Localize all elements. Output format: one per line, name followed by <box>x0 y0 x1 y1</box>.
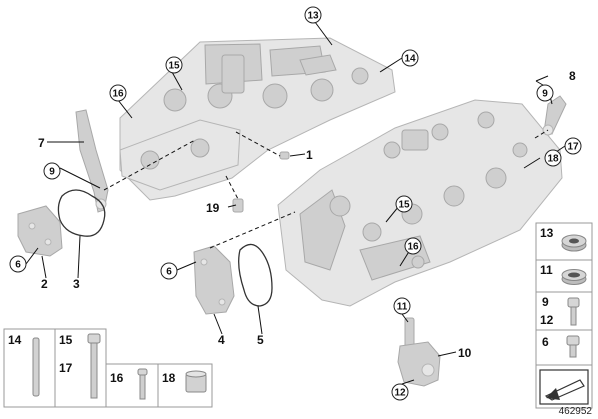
solenoid-valve-10 <box>397 317 441 387</box>
callout-19: 19 <box>206 201 220 215</box>
callout-9b: 9 <box>536 84 554 102</box>
callout-7: 7 <box>38 136 45 150</box>
bottom-label-14: 14 <box>8 333 22 347</box>
fit-line-gasket5 <box>209 211 296 249</box>
svg-text:15: 15 <box>398 200 410 211</box>
bottom-label-18: 18 <box>162 371 176 385</box>
svg-text:6: 6 <box>166 267 172 278</box>
callout-18: 18 <box>544 149 562 167</box>
callout-9a: 9 <box>43 162 61 180</box>
callout-15a: 15 <box>165 56 183 74</box>
side-label-12: 12 <box>540 313 554 327</box>
callout-5: 5 <box>257 333 264 347</box>
bottom-parts-panel: 14 15 17 16 18 <box>3 328 213 408</box>
callout-1: 1 <box>306 148 313 162</box>
callout-6b: 6 <box>160 262 178 280</box>
svg-text:13: 13 <box>307 11 319 22</box>
callout-2: 2 <box>41 277 48 291</box>
bottom-label-15: 15 <box>59 333 73 347</box>
svg-text:18: 18 <box>547 154 559 165</box>
gasket-5 <box>238 243 273 307</box>
bottom-label-17: 17 <box>59 361 73 375</box>
callout-11: 11 <box>393 297 411 315</box>
callout-10: 10 <box>458 346 472 360</box>
side-label-6: 6 <box>542 335 549 349</box>
side-label-9: 9 <box>542 295 549 309</box>
fit-line-sleeve19 <box>225 175 239 200</box>
callout-12: 12 <box>391 383 409 401</box>
bolt-15-icon <box>87 333 101 399</box>
callout-16b: 16 <box>404 237 422 255</box>
sleeve-18-icon <box>185 370 207 393</box>
svg-text:12: 12 <box>394 388 406 399</box>
callout-15b: 15 <box>395 195 413 213</box>
callout-13: 13 <box>304 6 322 24</box>
svg-text:16: 16 <box>112 89 124 100</box>
side-label-13: 13 <box>540 226 554 240</box>
fit-line-bolt1 <box>235 131 281 157</box>
direction-arrow-icon <box>539 369 589 405</box>
callout-17: 17 <box>564 137 582 155</box>
pin-14-icon <box>32 337 40 397</box>
callout-3: 3 <box>73 277 80 291</box>
bottom-label-16: 16 <box>110 371 124 385</box>
callout-14: 14 <box>401 49 419 67</box>
svg-text:9: 9 <box>542 89 548 100</box>
bracket-8 <box>542 95 567 136</box>
callout-6a: 6 <box>9 255 27 273</box>
grommet-13-icon <box>561 234 587 252</box>
callout-8: 8 <box>569 69 576 83</box>
gasket-3 <box>57 189 106 237</box>
side-parts-panel: 13 11 9 12 6 <box>535 222 593 409</box>
svg-text:16: 16 <box>407 242 419 253</box>
svg-text:17: 17 <box>567 142 579 153</box>
leader-lines <box>25 21 566 385</box>
screw-6-icon <box>566 335 580 358</box>
grommet-11-icon <box>561 269 587 285</box>
bolt-1 <box>279 151 290 160</box>
cover-4 <box>193 245 235 315</box>
fit-line-bracket8 <box>534 129 549 139</box>
diagram-number: 462952 <box>559 406 593 417</box>
callout-16a: 16 <box>109 84 127 102</box>
callout-4: 4 <box>218 333 225 347</box>
svg-text:14: 14 <box>404 54 416 65</box>
screw-16-icon <box>137 368 148 400</box>
cover-2 <box>17 205 63 257</box>
svg-text:9: 9 <box>49 167 55 178</box>
svg-text:15: 15 <box>168 61 180 72</box>
cylinder-head-upper <box>119 37 396 201</box>
svg-text:11: 11 <box>397 302 408 313</box>
cylinder-head-lower <box>277 99 563 307</box>
fit-line-gasket3 <box>103 139 196 191</box>
side-label-11: 11 <box>540 263 553 277</box>
svg-text:6: 6 <box>15 260 21 271</box>
screw-9-icon <box>567 297 580 326</box>
